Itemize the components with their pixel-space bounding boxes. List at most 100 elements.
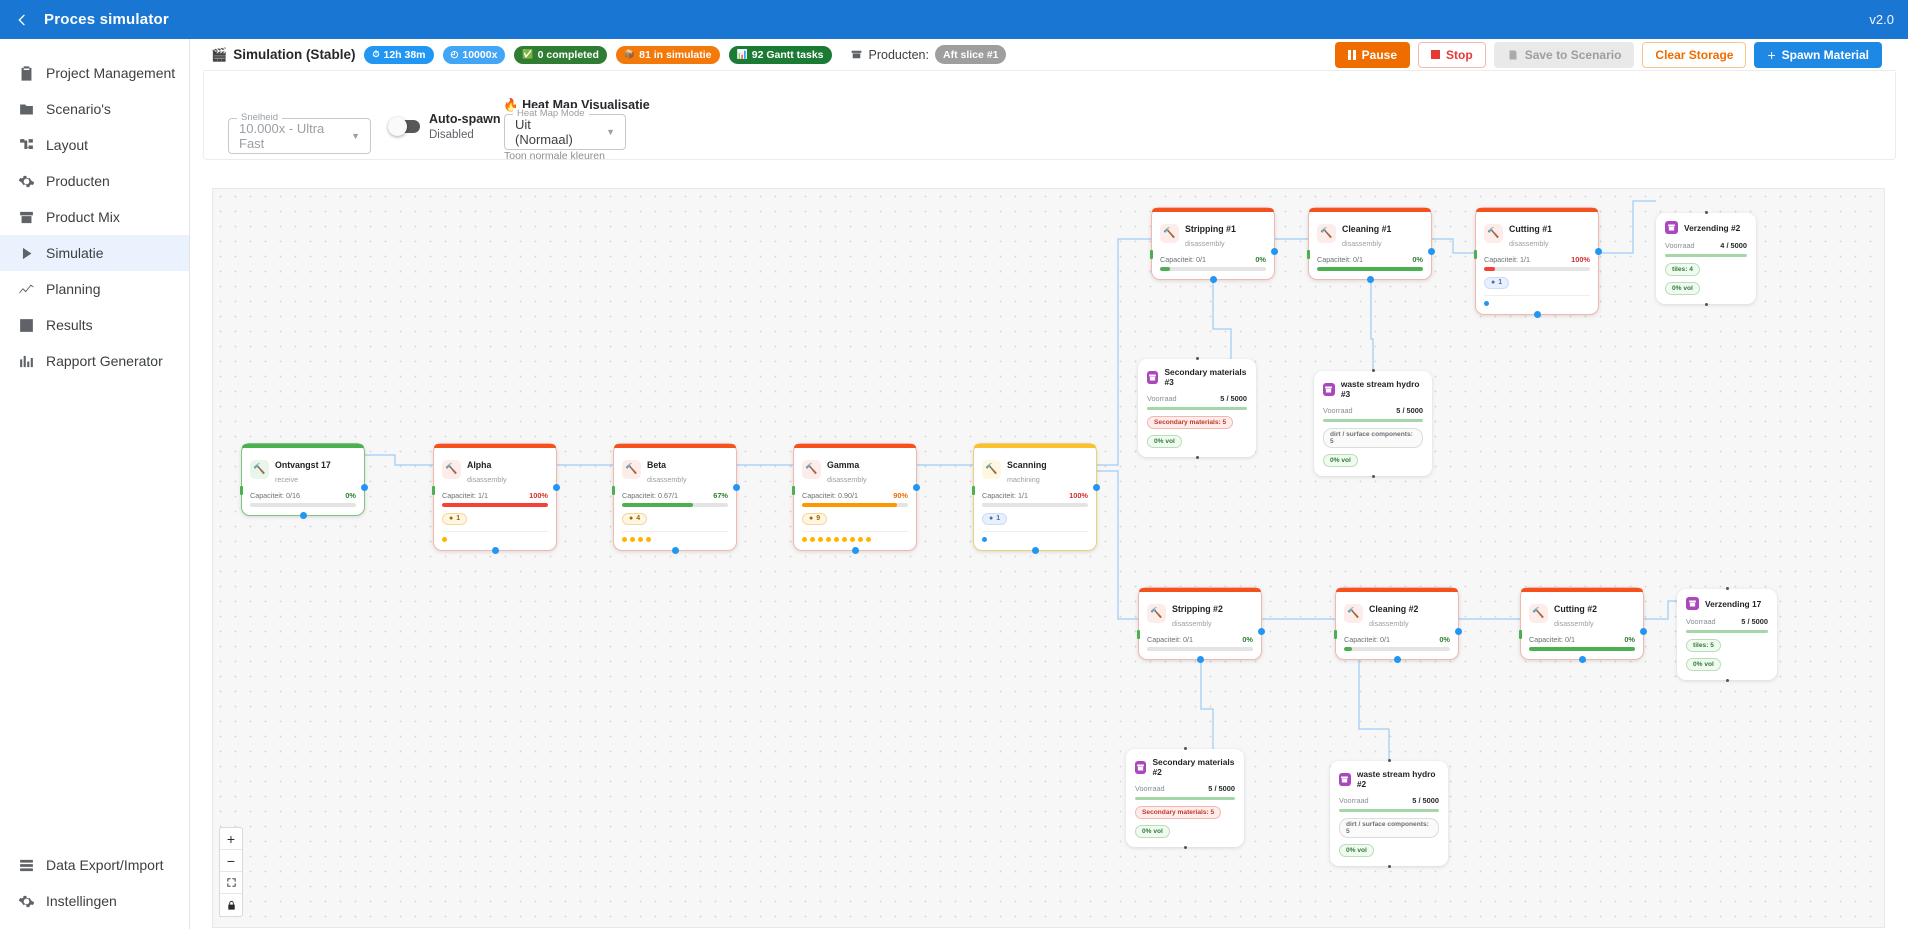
storage-bottom-handle[interactable] [1704,303,1708,306]
clear-storage-button[interactable]: Clear Storage [1642,41,1747,68]
speed-select[interactable]: Snelheid 10.000x - Ultra Fast ▼ [228,112,371,154]
back-button[interactable] [0,0,44,39]
sidebar-item-product-mix[interactable]: Product Mix [0,199,189,235]
sidebar-item-data-export-import[interactable]: Data Export/Import [0,847,189,883]
node-bottom-handle[interactable] [492,547,499,554]
node-item-dots [442,537,548,542]
storage-top-handle[interactable] [1725,587,1729,590]
node-output-handle[interactable] [1271,248,1278,255]
node-bottom-handle[interactable] [1210,275,1217,283]
storage-bottom-handle[interactable] [1195,456,1199,459]
zoom-in-button[interactable]: + [220,828,242,850]
storage-stock-value: 5 / 5000 [1412,796,1439,805]
node-input-port[interactable] [1150,250,1153,259]
sidebar-item-layout[interactable]: Layout [0,127,189,163]
spawn-material-button[interactable]: + Spawn Material [1754,41,1882,68]
node-bottom-handle[interactable] [1579,655,1586,663]
node-output-handle[interactable] [1258,628,1265,635]
node-input-port[interactable] [1474,250,1477,259]
node-item-dots [622,537,728,542]
storage-bottom-handle[interactable] [1387,865,1391,868]
node-bottom-handle[interactable] [672,547,679,554]
sidebar-item-rapport-generator[interactable]: Rapport Generator [0,343,189,379]
lock-icon [227,900,235,910]
sidebar-item-results[interactable]: Results [0,307,189,343]
storage-bottom-handle[interactable] [1725,679,1729,682]
autospawn-toggle[interactable] [388,117,420,136]
sidebar-item-scenario-s[interactable]: Scenario's [0,91,189,127]
sidebar-item-simulatie[interactable]: Simulatie [0,235,189,271]
wrench-icon: 🔨 [982,460,1001,479]
node-input-port[interactable] [1307,250,1310,259]
node-bottom-handle[interactable] [1394,655,1401,663]
node-input-port[interactable] [1519,630,1522,639]
node-output-handle[interactable] [1428,248,1435,255]
node-output-handle[interactable] [913,484,920,491]
node-accent-bar [1521,588,1643,592]
node-input-port[interactable] [432,486,435,495]
storage-bottom-handle[interactable] [1371,475,1375,478]
heatmap-mode-select[interactable]: Heat Map Mode Uit (Normaal) ▼ [504,108,626,150]
autospawn-state: Disabled [429,129,474,141]
storage-top-handle[interactable] [1387,759,1391,762]
autospawn-control[interactable]: Auto-spawn Disabled [388,112,501,141]
node-bottom-handle[interactable] [300,511,307,519]
node-input-port[interactable] [1334,630,1337,639]
node-output-handle[interactable] [1093,484,1100,491]
storage-top-handle[interactable] [1371,369,1375,372]
node-input-port[interactable] [240,486,243,495]
node-output-handle[interactable] [1640,628,1647,635]
pause-button[interactable]: Pause [1334,41,1411,68]
node-output-handle[interactable] [361,484,368,491]
storage-top-handle[interactable] [1704,211,1708,214]
lock-button[interactable] [220,894,242,916]
node-bottom-handle[interactable] [1534,311,1541,318]
sidebar-item-project-management[interactable]: Project Management [0,55,189,91]
sidebar-item-producten[interactable]: Producten [0,163,189,199]
node-output-handle[interactable] [1455,628,1462,635]
node-output-handle[interactable] [733,484,740,491]
sidebar-item-planning[interactable]: Planning [0,271,189,307]
node-bottom-handle[interactable] [1032,547,1039,554]
save-to-scenario-button[interactable]: Save to Scenario [1493,41,1635,68]
fit-view-button[interactable] [220,872,242,894]
sidebar-item-instellingen[interactable]: Instellingen [0,883,189,919]
item-dot [866,537,871,542]
node-bottom-handle[interactable] [852,547,859,554]
storage-top-handle[interactable] [1183,747,1187,750]
zoom-out-button[interactable]: − [220,850,242,872]
node-input-port[interactable] [792,486,795,495]
node-accent-bar [1476,208,1598,212]
coin-icon: ● [809,515,814,522]
node-input-port[interactable] [612,486,615,495]
node-input-port[interactable] [972,486,975,495]
node-bottom-handle[interactable] [1197,655,1204,663]
storage-bottom-handle[interactable] [1183,846,1187,849]
node-output-handle[interactable] [1595,248,1602,255]
storage-top-handle[interactable] [1195,357,1199,360]
node-input-port[interactable] [1137,630,1140,639]
node-bottom-handle[interactable] [1367,275,1374,283]
node-output-handle[interactable] [553,484,560,491]
stop-button[interactable]: Stop [1418,41,1486,68]
